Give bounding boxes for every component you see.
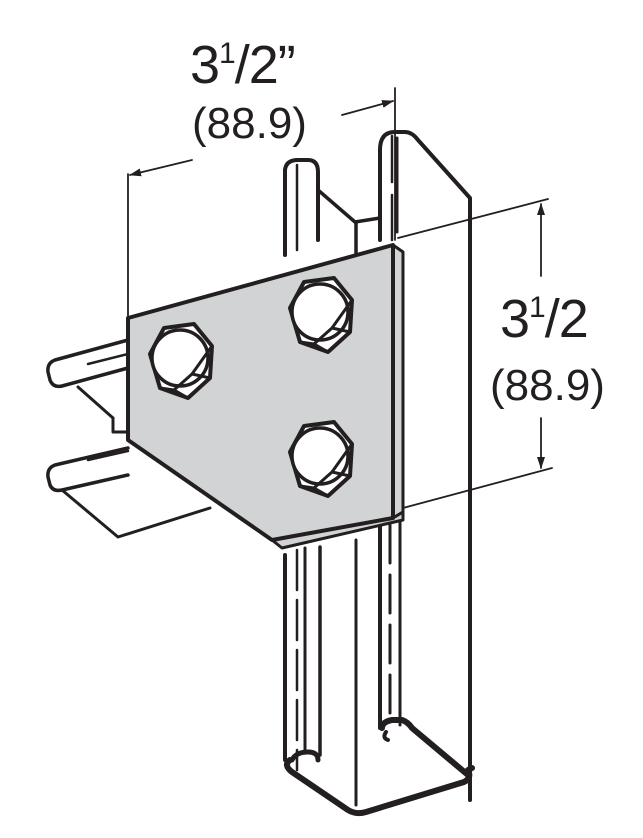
vertical-strut-channel [283, 130, 475, 817]
bolt-upper-right [288, 276, 354, 354]
side-dimension-numerator: 1 [529, 291, 546, 324]
top-dimension-whole: 3 [190, 35, 220, 95]
side-dimension-whole: 3 [500, 289, 530, 349]
top-dimension-lines [127, 87, 396, 317]
top-dimension-numerator: 1 [219, 37, 236, 70]
side-dimension-metric: (88.9) [490, 361, 605, 410]
top-dimension-denominator: /2 [234, 35, 279, 95]
bolt-upper-left [148, 322, 214, 400]
top-dimension-unit: ” [277, 35, 296, 95]
top-dimension-imperial: 31/2” [190, 38, 430, 92]
horizontal-strut-channel [46, 338, 212, 539]
gusset-plate [126, 243, 405, 550]
bolt-lower-right [288, 420, 354, 498]
side-dimension-imperial: 31/2 [500, 292, 630, 346]
side-dimension-lines [397, 198, 553, 509]
side-dimension-denominator: /2 [544, 289, 589, 349]
top-dimension-metric: (88.9) [192, 99, 307, 148]
